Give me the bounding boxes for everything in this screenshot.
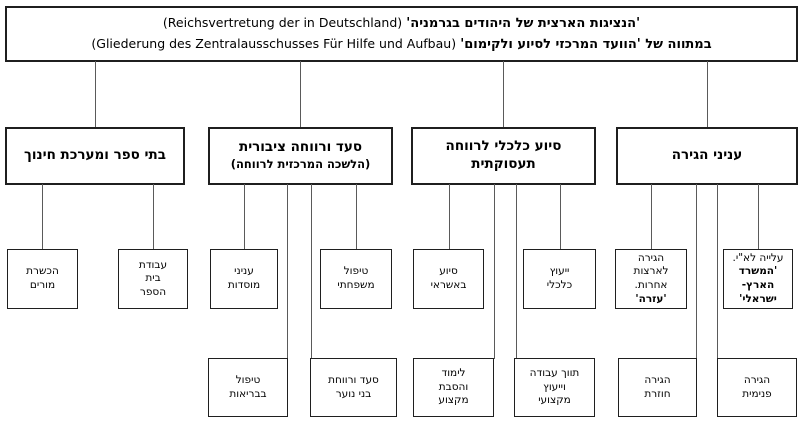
- connector-line: [449, 184, 450, 250]
- unit-label: לימוד והסבת מקצוע: [438, 367, 469, 407]
- unit-box-job-placement-counseling: תווך עבודה וייעוץ מקצועי: [514, 358, 595, 417]
- dept-box-economic-aid: סיוע כלכלי לרווחה תעסוקתית: [411, 127, 596, 185]
- connector-line: [494, 184, 495, 359]
- connector-line: [651, 184, 652, 250]
- connector-line: [707, 61, 708, 128]
- connector-line: [95, 61, 96, 128]
- unit-label: תווך עבודה וייעוץ מקצועי: [529, 367, 580, 407]
- dept-box-public-welfare: סעד ורווחה ציבורית (הלשכה המרכזית לרווחה…: [208, 127, 393, 185]
- root-line-2: במתווה של 'הוועד המרכזי לסיוע ולקימום' (…: [91, 34, 711, 55]
- connector-line: [244, 184, 245, 250]
- unit-box-aliyah-palestine-office: עלייה לא"י. 'המשרד הארץ- ישראלי': [723, 249, 793, 309]
- root-line2-german: (Gliederung des Zentralausschusses Für H…: [91, 36, 457, 51]
- dept-title: עניני הגירה: [671, 147, 743, 164]
- root-line1-hebrew: 'הנציגות הארצית של היהודים בגרמניה': [406, 15, 641, 31]
- root-line-1: 'הנציגות הארצית של היהודים בגרמניה' (Rei…: [163, 13, 640, 34]
- dept-box-schools-education: בתי ספר ומערכת חינוך: [5, 127, 185, 185]
- connector-line: [153, 184, 154, 250]
- dept-title: סיוע כלכלי לרווחה תעסוקתית: [445, 138, 562, 172]
- unit-label: הגירה לארצות אחרות.: [633, 251, 669, 291]
- unit-box-internal-migration: הגירה פנימית: [717, 358, 797, 417]
- unit-label-bold: 'המשרד הארץ- ישראלי': [738, 265, 778, 305]
- connector-line: [503, 61, 504, 128]
- unit-label: הכשרת מורים: [26, 265, 59, 291]
- unit-box-family-care: טיפול משפחתי: [320, 249, 392, 309]
- connector-line: [758, 184, 759, 250]
- unit-box-credit-aid: סיוע באשראי: [413, 249, 484, 309]
- connector-line: [287, 184, 288, 359]
- dept-subtitle: (הלשכה המרכזית לרווחה): [230, 157, 371, 172]
- unit-label: סיוע באשראי: [430, 265, 467, 291]
- unit-label: ייעוץ כלכלי: [546, 265, 573, 291]
- connector-line: [356, 184, 357, 250]
- unit-label: עניני מוסדות: [227, 265, 261, 291]
- connector-line: [717, 184, 718, 359]
- root-line2-hebrew: במתווה של 'הוועד המרכזי לסיוע ולקימום': [460, 37, 712, 52]
- unit-box-institution-affairs: עניני מוסדות: [210, 249, 278, 309]
- unit-label: עבודת בית הספר: [138, 258, 168, 298]
- root-box: 'הנציגות הארצית של היהודים בגרמניה' (Rei…: [5, 6, 798, 62]
- connector-line: [311, 184, 312, 359]
- unit-box-teacher-training: הכשרת מורים: [7, 249, 78, 309]
- unit-label: עלייה לא"י.: [732, 251, 784, 264]
- dept-box-emigration: עניני הגירה: [616, 127, 798, 185]
- unit-label: טיפול משפחתי: [337, 265, 375, 291]
- unit-box-vocational-retraining: לימוד והסבת מקצוע: [413, 358, 494, 417]
- connector-line: [300, 61, 301, 128]
- unit-label: הגירה פנימית: [742, 373, 772, 400]
- unit-label: הגירה חוזרת: [644, 373, 671, 400]
- dept-title: סעד ורווחה ציבורית: [238, 138, 363, 155]
- root-line1-german: (Reichsvertretung der in Deutschland): [162, 14, 403, 30]
- connector-line: [560, 184, 561, 250]
- unit-box-youth-welfare: סעד ורווחת בני נוער: [310, 358, 397, 417]
- connector-line: [696, 184, 697, 359]
- unit-box-return-migration: הגירה חוזרת: [618, 358, 697, 417]
- unit-label-bold: 'עזרה': [635, 292, 667, 305]
- unit-label: טיפול בבריאות: [229, 373, 267, 400]
- unit-box-school-work: עבודת בית הספר: [118, 249, 188, 309]
- dept-title: בתי ספר ומערכת חינוך: [24, 147, 166, 164]
- unit-label: סעד ורווחת בני נוער: [328, 373, 379, 400]
- unit-box-economic-advice: ייעוץ כלכלי: [523, 249, 596, 309]
- unit-box-health-care: טיפול בבריאות: [208, 358, 288, 417]
- connector-line: [516, 184, 517, 359]
- unit-box-emigration-other-countries-ezra: הגירה לארצות אחרות. 'עזרה': [615, 249, 687, 309]
- connector-line: [42, 184, 43, 250]
